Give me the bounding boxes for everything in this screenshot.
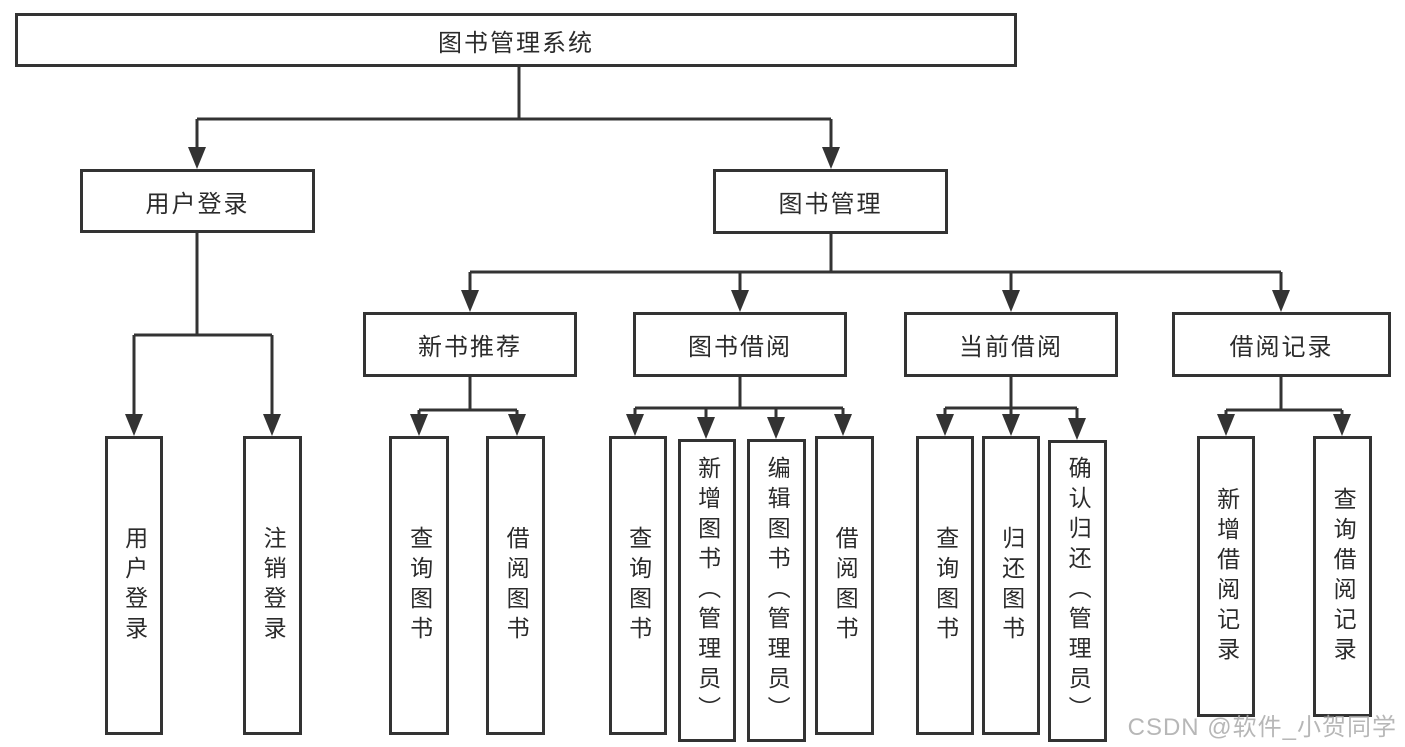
- leaf-edit-books-admin-label: 编辑图书（管理员）: [764, 455, 791, 726]
- node-book-borrowing-label: 图书借阅: [688, 334, 792, 361]
- leaf-query-books-3: 查询图书: [916, 436, 974, 735]
- leaf-add-books-admin: 新增图书（管理员）: [678, 439, 736, 742]
- leaf-query-books-3-label: 查询图书: [932, 525, 959, 646]
- leaf-confirm-return-admin-label: 确认归还（管理员）: [1065, 456, 1092, 726]
- connector-login: [134, 233, 272, 337]
- connector-records: [1226, 377, 1342, 412]
- leaf-query-books-1: 查询图书: [389, 436, 449, 735]
- node-current-borrowing: 当前借阅: [904, 312, 1118, 377]
- node-borrow-records: 借阅记录: [1172, 312, 1391, 377]
- node-user-login: 用户登录: [80, 169, 315, 233]
- leaf-borrow-books-2: 借阅图书: [815, 436, 874, 735]
- leaf-edit-books-admin: 编辑图书（管理员）: [747, 439, 806, 742]
- leaf-borrow-books-1-label: 借阅图书: [503, 525, 530, 646]
- node-new-book-recommend: 新书推荐: [363, 312, 577, 377]
- leaf-query-books-1-label: 查询图书: [406, 525, 433, 646]
- node-book-management-label: 图书管理: [778, 191, 883, 218]
- node-user-login-label: 用户登录: [145, 190, 250, 218]
- node-current-borrowing-label: 当前借阅: [959, 334, 1063, 361]
- csdn-watermark: CSDN @软件_小贺同学: [1127, 714, 1397, 741]
- leaf-return-books-label: 归还图书: [998, 525, 1025, 646]
- connector-mgmt: [470, 234, 1281, 274]
- leaf-add-borrow-record-label: 新增借阅记录: [1213, 486, 1240, 667]
- leaf-user-login-label: 用户登录: [121, 525, 148, 646]
- leaf-logout-label: 注销登录: [260, 525, 287, 646]
- connector-newbook: [419, 377, 517, 412]
- leaf-borrow-books-1: 借阅图书: [486, 436, 545, 735]
- leaf-return-books: 归还图书: [982, 436, 1040, 735]
- leaf-borrow-books-2-label: 借阅图书: [832, 525, 859, 646]
- leaf-query-books-2-label: 查询图书: [625, 525, 652, 646]
- connector-borrow: [635, 377, 843, 410]
- node-borrow-records-label: 借阅记录: [1229, 334, 1334, 361]
- node-new-book-recommend-label: 新书推荐: [418, 334, 522, 361]
- leaf-add-books-admin-label: 新增图书（管理员）: [694, 455, 721, 726]
- connector-current: [945, 377, 1077, 410]
- node-book-borrowing: 图书借阅: [633, 312, 847, 377]
- leaf-logout: 注销登录: [243, 436, 302, 735]
- leaf-add-borrow-record: 新增借阅记录: [1197, 436, 1255, 717]
- node-book-management: 图书管理: [713, 169, 948, 234]
- leaf-query-books-2: 查询图书: [609, 436, 667, 735]
- connector-root: [197, 67, 831, 121]
- leaf-query-borrow-record-label: 查询借阅记录: [1330, 486, 1357, 667]
- node-library-system: 图书管理系统: [15, 13, 1017, 67]
- arrowheads: [125, 147, 1351, 440]
- node-library-system-label: 图书管理系统: [438, 29, 594, 57]
- leaf-user-login: 用户登录: [105, 436, 163, 735]
- leaf-confirm-return-admin: 确认归还（管理员）: [1048, 440, 1107, 742]
- leaf-query-borrow-record: 查询借阅记录: [1313, 436, 1372, 717]
